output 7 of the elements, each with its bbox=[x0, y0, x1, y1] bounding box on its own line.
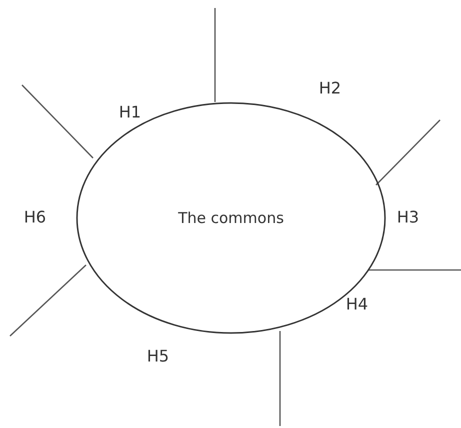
sector-label: H4 bbox=[346, 294, 368, 314]
sector-label: H2 bbox=[318, 78, 342, 98]
sector-label: H5 bbox=[146, 346, 170, 366]
sector-label: H1 bbox=[118, 102, 142, 122]
node-label: The commons bbox=[178, 209, 284, 227]
sector-label: H6 bbox=[24, 208, 46, 226]
sector-label: H3 bbox=[396, 208, 420, 226]
